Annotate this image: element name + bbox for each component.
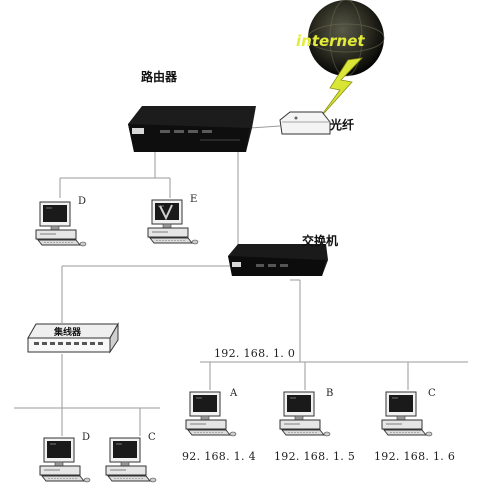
pc-letter-hub-left: D: [82, 432, 91, 443]
pc-letter-right-b: B: [326, 388, 334, 399]
subnet-label: 192. 168. 1. 0: [214, 347, 296, 360]
pc-letter-top-right: E: [190, 194, 198, 205]
pc-hub-left: [39, 437, 91, 483]
pc-letter-right-c: C: [428, 388, 436, 399]
router-icon: [128, 106, 256, 152]
pc-letter-right-a: A: [230, 388, 238, 399]
fiber-modem-icon: [279, 111, 331, 135]
ip-pc-b: 192. 168. 1. 5: [274, 450, 356, 463]
pc-letter-top-left: D: [78, 196, 87, 207]
pc-letter-hub-right: C: [148, 432, 156, 443]
switch-label: 交换机: [302, 234, 339, 248]
connection-lines: [14, 125, 468, 436]
internet-globe-icon: internet: [296, 0, 385, 77]
lightning-bolt-icon: [317, 57, 364, 121]
pc-right-c: [381, 391, 433, 437]
switch-icon: [228, 244, 328, 276]
pc-right-a: [185, 391, 237, 437]
router-label: 路由器: [141, 70, 178, 84]
pc-hub-right: [105, 437, 157, 483]
hub-icon: 集线器: [27, 322, 119, 354]
pc-top-right: [147, 199, 199, 245]
pc-top-left: [35, 201, 87, 247]
hub-label: 集线器: [53, 326, 82, 338]
internet-label: internet: [296, 32, 365, 50]
pc-right-b: [279, 391, 331, 437]
fiber-label: 光纤: [330, 118, 355, 132]
ip-pc-c: 192. 168. 1. 6: [374, 450, 456, 463]
ip-pc-a: 92. 168. 1. 4: [182, 450, 256, 463]
